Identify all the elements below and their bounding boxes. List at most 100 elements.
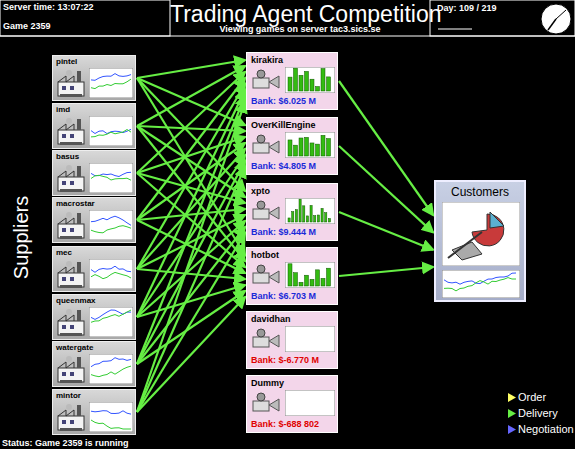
supplier-box: queenmax [52, 294, 136, 340]
node-name: Dummy [251, 378, 284, 388]
price-chart [89, 116, 133, 146]
delivery-arrow [137, 66, 245, 126]
suppliers-heading: Suppliers [10, 183, 33, 293]
price-chart [89, 402, 133, 432]
agent-box: hotbotBank: $6.703 M [246, 247, 338, 305]
bar-chart [285, 67, 335, 93]
price-chart [442, 270, 520, 298]
delivery-arrow [137, 155, 245, 317]
header-panel [0, 0, 170, 36]
factory-icon [56, 116, 86, 146]
bank-balance: Bank: $6.025 M [251, 96, 316, 106]
agent-icon [251, 199, 281, 223]
bank-balance: Bank: $-688 802 [251, 419, 319, 429]
node-name: kirakira [251, 55, 283, 65]
supplier-box: imd [52, 103, 136, 149]
bank-balance: Bank: $9.444 M [251, 227, 316, 237]
delivery-arrow [137, 297, 245, 412]
bar-chart [285, 198, 335, 224]
price-chart [89, 307, 133, 337]
delivery-arrow [137, 126, 245, 131]
server-time: Server time: 13:07:22 [3, 2, 94, 12]
delivery-arrow [137, 233, 245, 412]
legend-text: Negotiation [518, 423, 574, 435]
clock-hand [556, 10, 566, 19]
delivery-arrow [137, 161, 245, 364]
legend-swatch [508, 393, 516, 402]
page-title: Trading Agent Competition [170, 1, 430, 28]
legend-swatch [508, 409, 516, 418]
agent-icon [251, 133, 281, 157]
price-chart [89, 210, 133, 240]
delivery-arrow [137, 173, 245, 267]
delivery-arrow [137, 149, 245, 269]
supplier-box: pintel [52, 55, 136, 101]
day-progress [438, 29, 472, 30]
delivery-arrow [137, 227, 245, 364]
agent-icon [251, 263, 281, 287]
node-name: mintor [56, 391, 81, 400]
agent-box: DummyBank: $-688 802 [246, 375, 338, 433]
node-name: queenmax [56, 296, 96, 305]
legend-text: Delivery [518, 407, 558, 419]
factory-icon [56, 259, 86, 289]
agent-box: kirakiraBank: $6.025 M [246, 52, 338, 110]
agent-box: xptoBank: $9.444 M [246, 183, 338, 241]
supplier-box: macrostar [52, 197, 136, 243]
customers-box: Customers [434, 180, 526, 302]
node-name: OverKillEngine [251, 120, 316, 130]
delivery-arrow [339, 267, 433, 276]
node-name: mec [56, 248, 72, 257]
node-name: hotbot [251, 250, 279, 260]
header-panel [430, 0, 575, 36]
node-name: imd [56, 105, 70, 114]
agent-icon [251, 327, 281, 351]
customers-illustration [442, 202, 520, 266]
delivery-arrow [339, 146, 433, 232]
factory-icon [56, 354, 86, 384]
supplier-box: mintor [52, 389, 136, 435]
supplier-box: basus [52, 150, 136, 196]
delivery-arrow [137, 167, 245, 412]
clock [541, 4, 571, 34]
factory-icon [56, 68, 86, 98]
price-chart [89, 259, 133, 289]
delivery-arrow [339, 212, 433, 250]
bank-balance: Bank: $-6.770 M [251, 355, 319, 365]
price-chart [89, 68, 133, 98]
game-number: Game 2359 [3, 21, 51, 31]
bank-balance: Bank: $4.805 M [251, 161, 316, 171]
bar-chart [285, 262, 335, 288]
delivery-arrow [137, 209, 245, 220]
server-info: Viewing games on server tac3.sics.se [170, 24, 430, 34]
agent-icon [251, 391, 281, 415]
delivery-arrow [137, 84, 245, 269]
price-chart [89, 354, 133, 384]
legend-swatch [508, 425, 516, 434]
node-name: watergate [56, 343, 93, 352]
supplier-box: mec [52, 246, 136, 292]
delivery-arrow [137, 102, 245, 412]
agent-box: OverKillEngineBank: $4.805 M [246, 117, 338, 175]
supplier-box: watergate [52, 341, 136, 387]
bar-chart [285, 390, 335, 416]
agent-box: davidhanBank: $-6.770 M [246, 311, 338, 369]
bank-balance: Bank: $6.703 M [251, 291, 316, 301]
status-line: Status: Game 2359 is running [2, 438, 129, 448]
header-rule [0, 36, 575, 37]
agent-icon [251, 68, 281, 92]
node-name: davidhan [251, 314, 291, 324]
delivery-arrow [137, 269, 245, 279]
factory-icon [56, 210, 86, 240]
node-name: basus [56, 152, 79, 161]
bar-chart [285, 326, 335, 352]
factory-icon [56, 307, 86, 337]
bar-chart [285, 132, 335, 158]
day-counter: Day: 109 / 219 [437, 3, 497, 13]
legend-text: Order [518, 391, 546, 403]
node-name: Customers [436, 185, 524, 199]
delivery-arrow [339, 81, 433, 215]
clock-hand [548, 19, 556, 30]
factory-icon [56, 402, 86, 432]
factory-icon [56, 163, 86, 193]
